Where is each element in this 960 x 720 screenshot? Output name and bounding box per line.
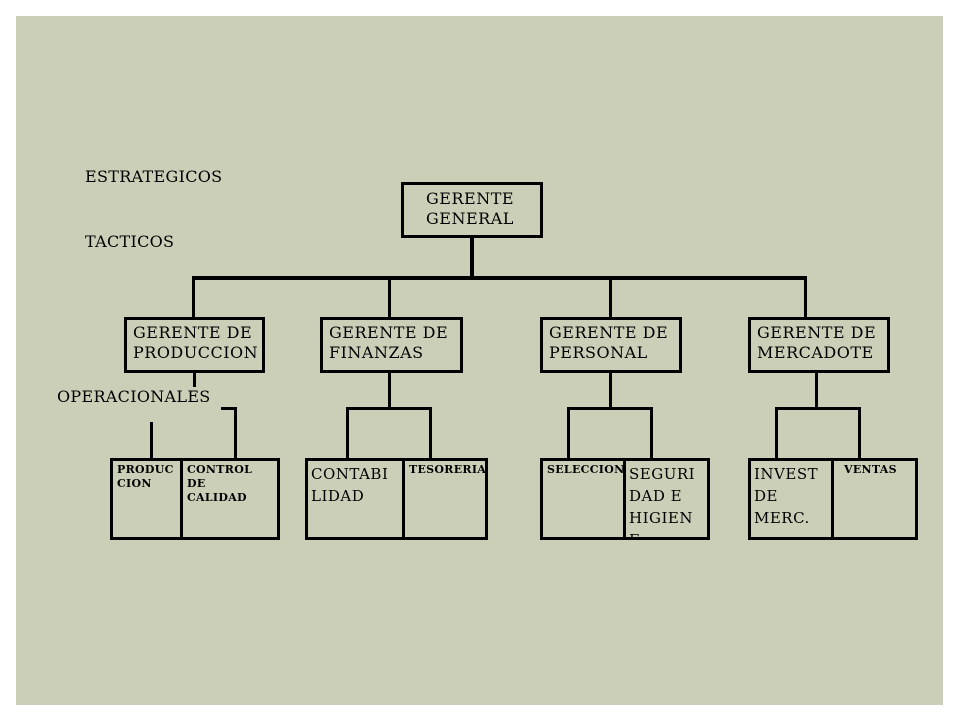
- connector-produccion-stub: [221, 407, 237, 410]
- box-gerente-mercadote: GERENTE DE MERCADOTE: [748, 317, 890, 373]
- gerente-personal-label: GERENTE DE PERSONAL: [549, 323, 669, 362]
- box-contabilidad: CONTABI LIDAD: [305, 458, 405, 540]
- connector-general-down: [470, 236, 474, 279]
- connector-mercadote-horizontal: [775, 407, 861, 410]
- connector-produccion-dept: [150, 422, 153, 460]
- connector-personal-down: [609, 371, 612, 409]
- connector-finanzas-down: [388, 371, 391, 409]
- level-label-tactical: TACTICOS: [85, 232, 175, 251]
- level-label-strategic: ESTRATEGICOS: [85, 167, 223, 186]
- connector-personal-horizontal: [567, 407, 653, 410]
- connector-control-calidad: [234, 407, 237, 460]
- box-tesoreria: TESORERIA: [402, 458, 488, 540]
- connector-top-horizontal: [192, 276, 807, 280]
- dept-tesoreria-label: TESORERIA: [409, 463, 487, 476]
- box-gerente-produccion: GERENTE DE PRODUCCION: [124, 317, 265, 373]
- box-gerente-finanzas: GERENTE DE FINANZAS: [320, 317, 463, 373]
- connector-mercadote: [804, 276, 807, 319]
- box-ventas: VENTAS: [831, 458, 918, 540]
- connector-produccion: [192, 276, 195, 319]
- connector-seguridad: [650, 407, 653, 460]
- dept-contabilidad-label: CONTABI LIDAD: [311, 465, 389, 505]
- connector-personal: [609, 276, 612, 319]
- gerente-finanzas-label: GERENTE DE FINANZAS: [329, 323, 449, 362]
- box-produccion: PRODUC CION: [110, 458, 183, 540]
- box-gerente-general: GERENTE GENERAL: [401, 182, 543, 238]
- connector-tesoreria: [429, 407, 432, 460]
- box-gerente-personal: GERENTE DE PERSONAL: [540, 317, 682, 373]
- connector-seleccion: [567, 407, 570, 460]
- connector-produccion-down: [193, 371, 196, 387]
- dept-control-calidad-label: CONTROL DE CALIDAD: [187, 463, 253, 504]
- gerente-mercadote-label: GERENTE DE MERCADOTE: [757, 323, 877, 362]
- dept-seleccion-label: SELECCION: [547, 463, 625, 476]
- box-control-calidad: CONTROL DE CALIDAD: [180, 458, 280, 540]
- connector-investigacion: [775, 407, 778, 460]
- connector-mercadote-down: [815, 371, 818, 409]
- connector-contabilidad: [346, 407, 349, 460]
- dept-produccion-label: PRODUC CION: [117, 463, 174, 490]
- connector-finanzas-horizontal: [346, 407, 432, 410]
- dept-investigacion-label: INVEST DE MERC.: [754, 465, 819, 527]
- connector-ventas: [858, 407, 861, 460]
- level-label-operational: OPERACIONALES: [57, 387, 211, 406]
- dept-ventas-label: VENTAS: [844, 463, 897, 476]
- box-investigacion-mercados: INVEST DE MERC.: [748, 458, 834, 540]
- box-seguridad-higiene: SEGURI DAD E HIGIEN E: [623, 458, 710, 540]
- box-seleccion: SELECCION: [540, 458, 626, 540]
- connector-finanzas: [388, 276, 391, 319]
- slide-background: [16, 16, 943, 705]
- dept-seguridad-label: SEGURI DAD E HIGIEN E: [629, 465, 696, 540]
- gerente-general-label: GERENTE GENERAL: [426, 189, 515, 228]
- gerente-produccion-label: GERENTE DE PRODUCCION: [133, 323, 259, 362]
